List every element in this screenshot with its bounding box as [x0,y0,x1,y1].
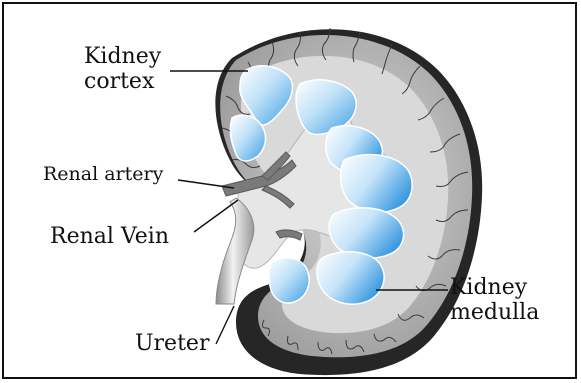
leader-artery [178,180,234,188]
ureter-tube [216,198,254,304]
label-kidney-medulla-line1: Kidney [450,275,539,300]
leader-ureter [216,306,234,344]
label-kidney-cortex-line2: cortex [84,69,161,94]
leader-vein [194,200,238,232]
label-kidney-cortex-line1: Kidney [84,44,161,69]
label-ureter: Ureter [135,333,209,355]
label-kidney-medulla-line2: medulla [450,300,539,325]
label-kidney-cortex: Kidney cortex [84,44,161,94]
label-renal-artery: Renal artery [43,165,163,184]
label-kidney-medulla: Kidney medulla [450,275,539,325]
label-renal-vein: Renal Vein [50,226,169,248]
